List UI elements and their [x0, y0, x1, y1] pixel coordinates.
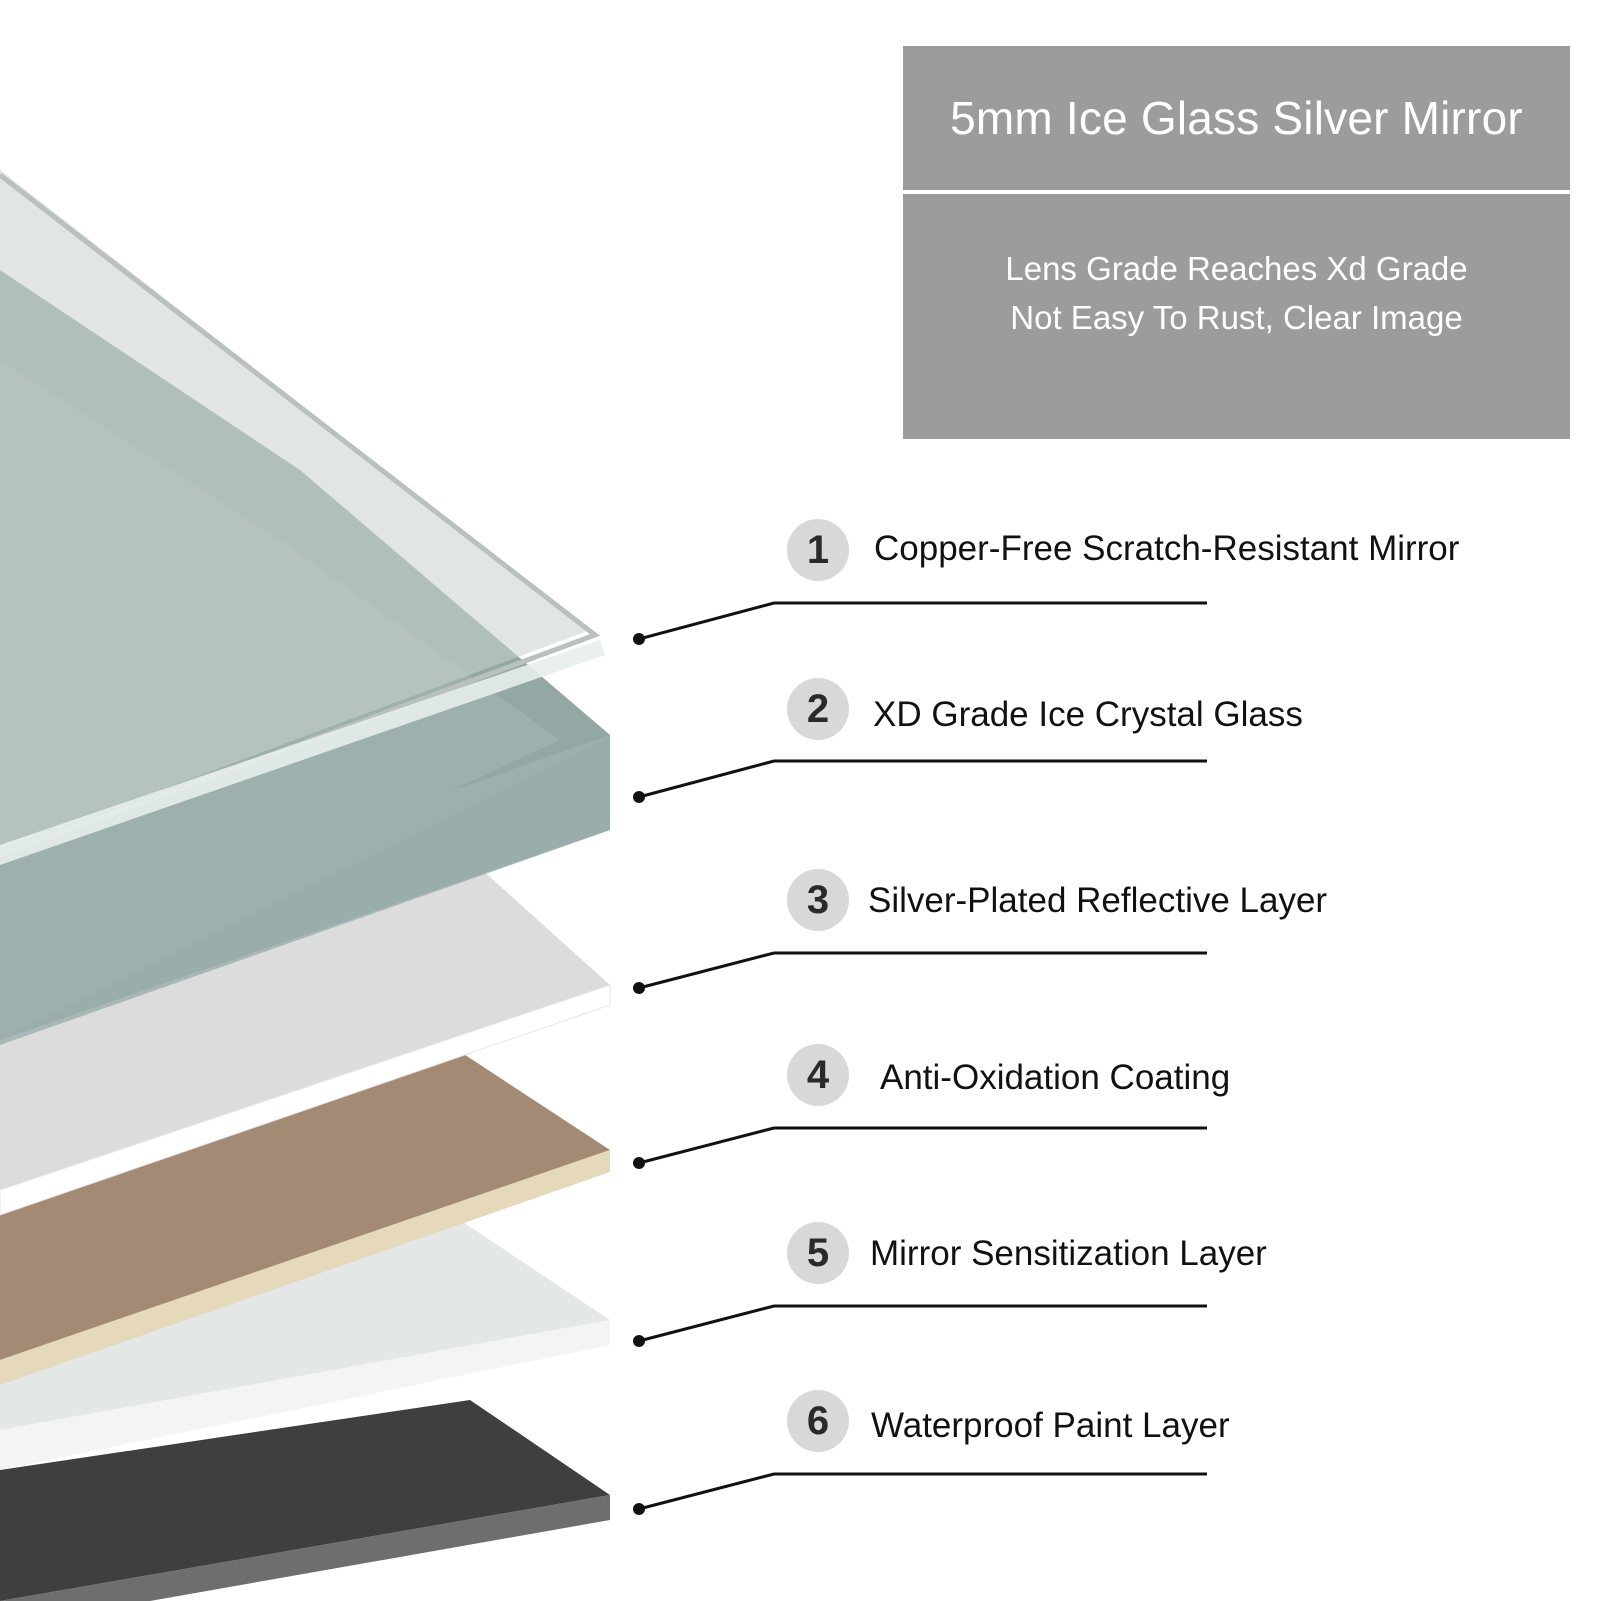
product-description-box: Lens Grade Reaches Xd Grade Not Easy To … [903, 194, 1570, 439]
clear-mirror-layer-top [0, 170, 590, 850]
layer-label-6: Waterproof Paint Layer [871, 1406, 1230, 1445]
leader-line-2 [633, 759, 1207, 803]
paint-layer-edge [0, 1495, 610, 1601]
description-line-1: Lens Grade Reaches Xd Grade [1005, 250, 1468, 287]
layer-label-1: Copper-Free Scratch-Resistant Mirror [874, 529, 1460, 568]
product-title-box: 5mm Ice Glass Silver Mirror [903, 46, 1570, 190]
layer-label-4: Anti-Oxidation Coating [880, 1058, 1231, 1097]
clear-mirror-layer-edge [0, 640, 605, 865]
ice-glass-layer-front [0, 735, 610, 1045]
sensitization-layer-edge [0, 1320, 610, 1470]
anti-oxidation-layer-edge [0, 1150, 610, 1385]
leader-line-5 [633, 1304, 1207, 1347]
description-line-2: Not Easy To Rust, Clear Image [1010, 299, 1463, 336]
layer-number-badge-1: 1 [787, 519, 849, 581]
leader-line-4 [633, 1126, 1207, 1169]
layer-number-badge-2: 2 [787, 678, 849, 740]
layer-number-badge-5: 5 [787, 1222, 849, 1284]
layer-label-5: Mirror Sensitization Layer [870, 1234, 1267, 1273]
leader-line-3 [633, 951, 1207, 994]
leader-line-6 [633, 1472, 1207, 1515]
layer-number-badge-3: 3 [787, 869, 849, 931]
layer-number-badge-4: 4 [787, 1044, 849, 1106]
product-title: 5mm Ice Glass Silver Mirror [950, 92, 1523, 144]
paint-layer-top [0, 1400, 610, 1601]
layer-number-badge-6: 6 [787, 1390, 849, 1452]
leader-line-1 [633, 601, 1207, 645]
layer-label-2: XD Grade Ice Crystal Glass [873, 695, 1303, 734]
layer-label-3: Silver-Plated Reflective Layer [868, 881, 1328, 920]
silver-layer-edge [0, 984, 611, 1216]
